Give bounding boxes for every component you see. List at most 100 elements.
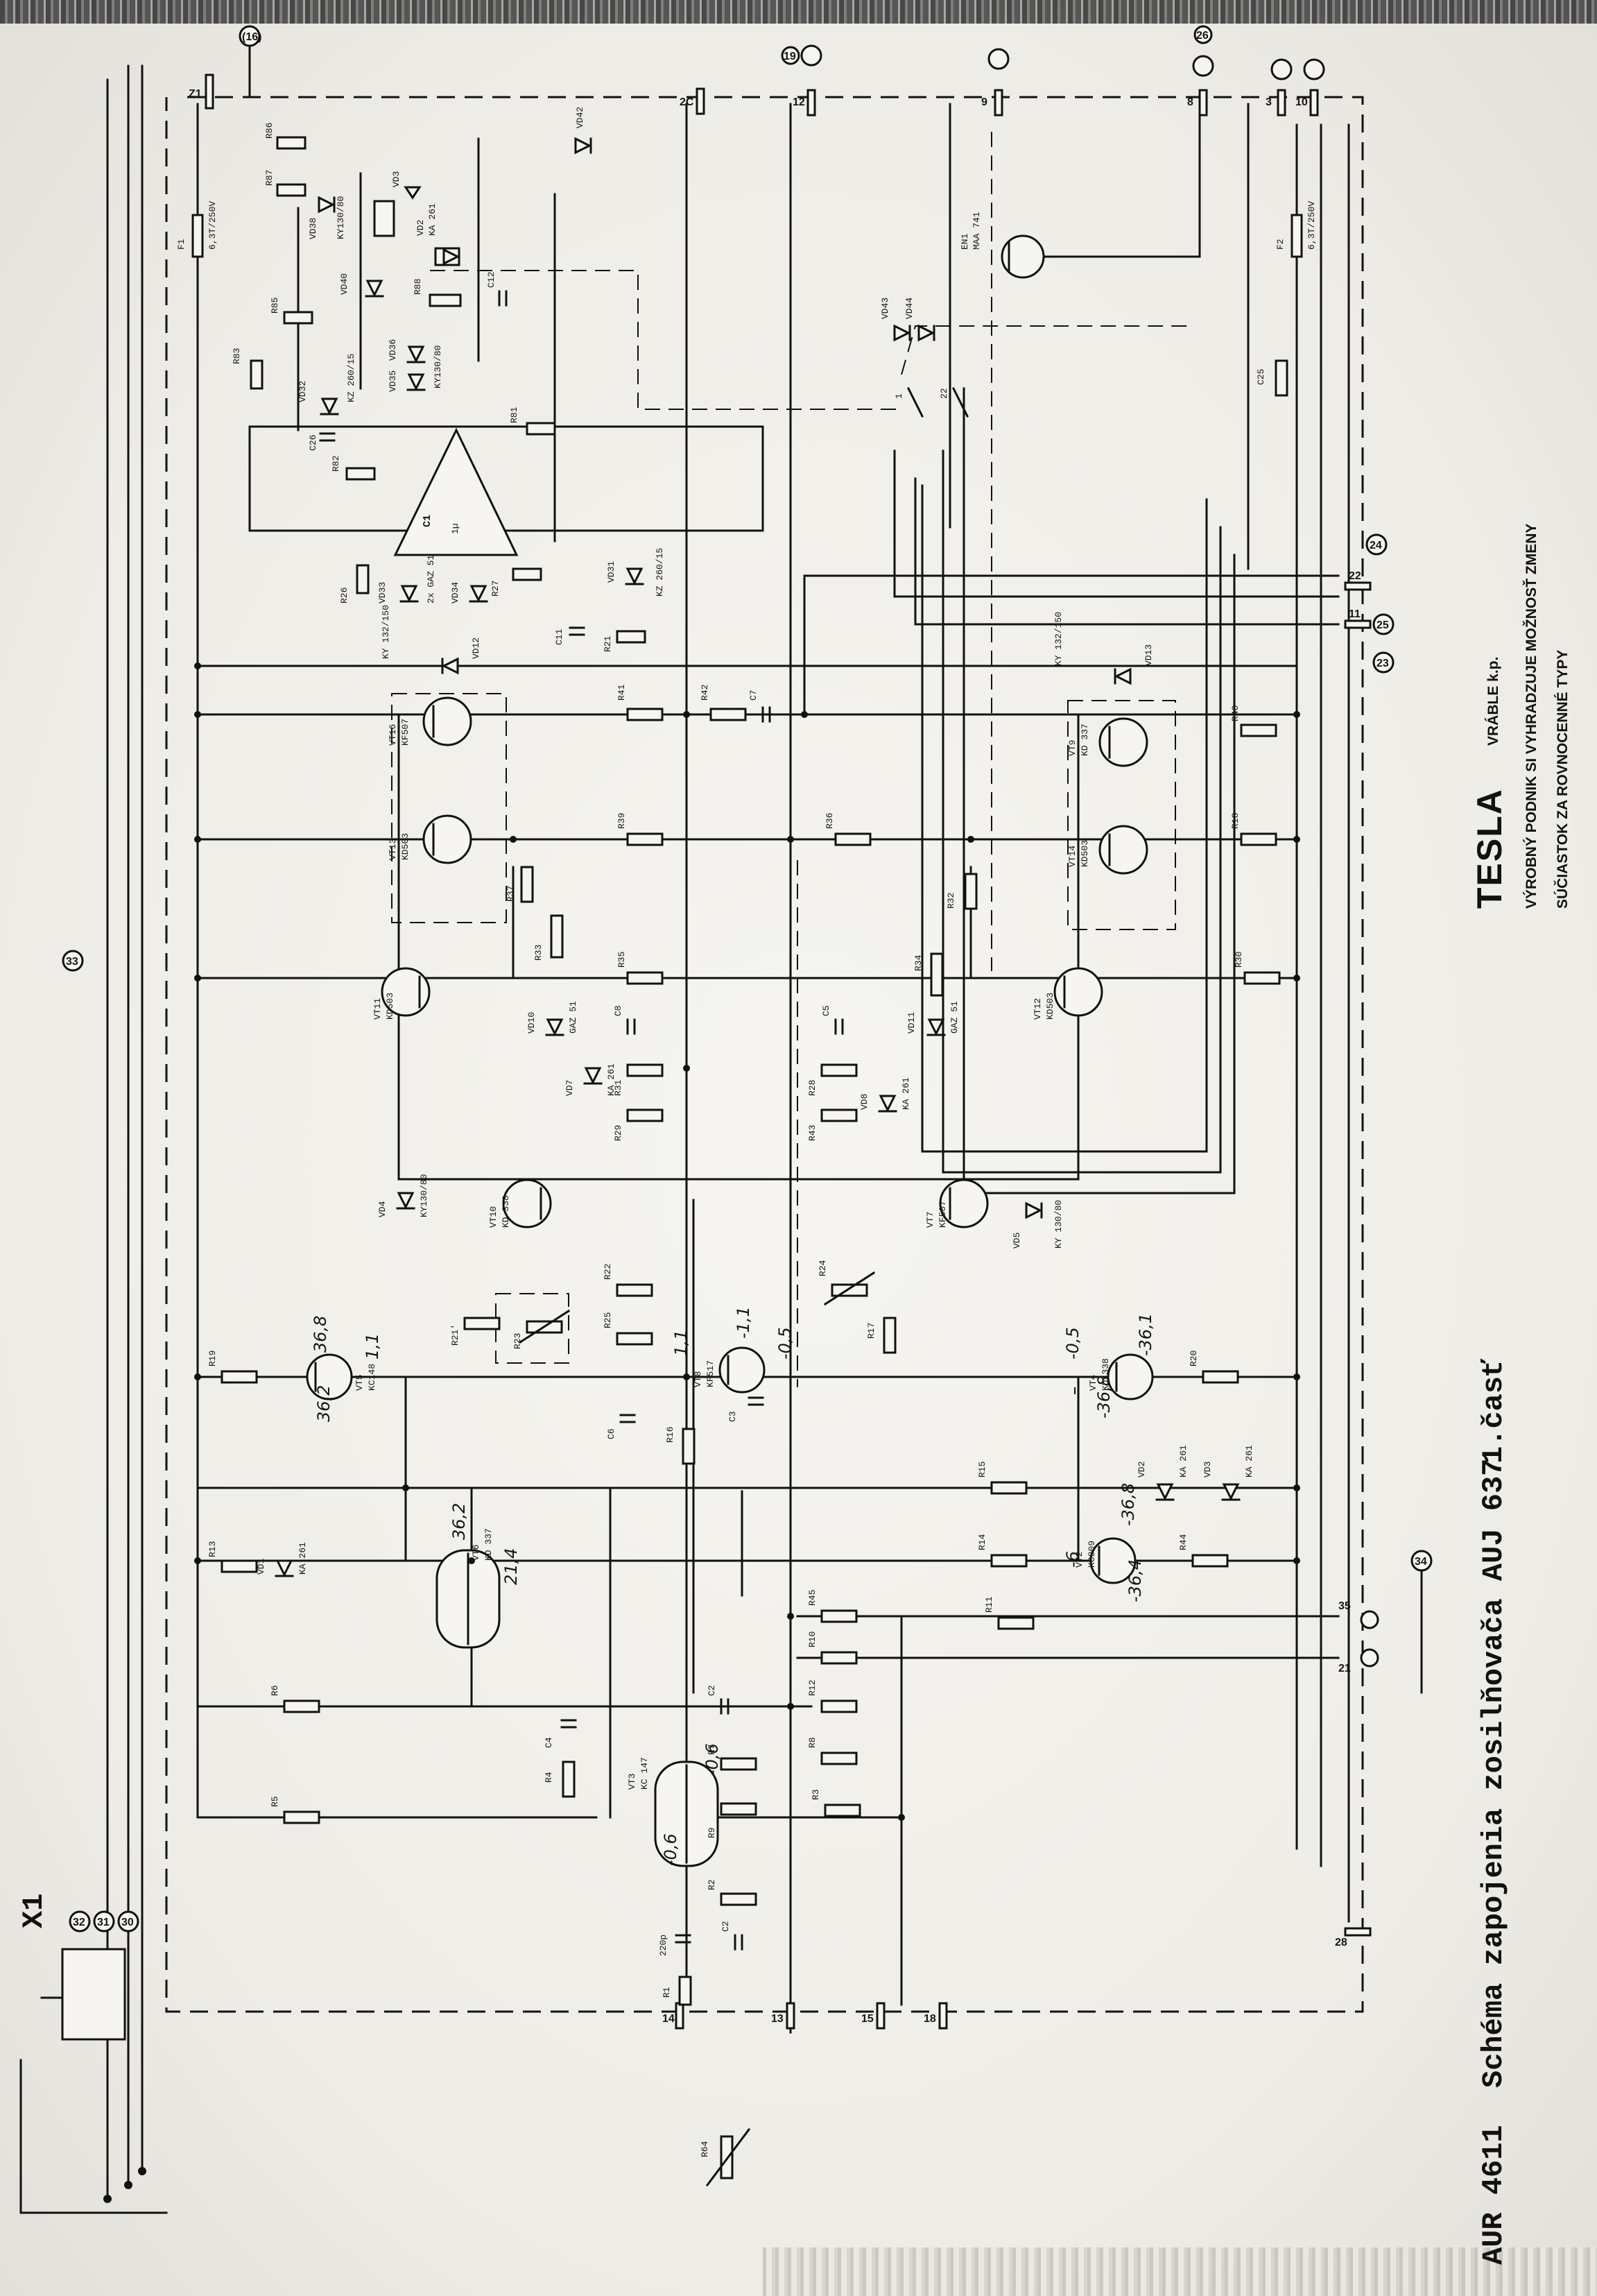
- svg-text:C8: C8: [613, 1005, 623, 1016]
- terminal-33: 33: [62, 950, 84, 972]
- resistor-r16: R15: [977, 1462, 1028, 1495]
- resistor-r22: R25: [603, 1312, 653, 1346]
- resistor-r25: R24: [818, 1260, 876, 1306]
- junctions: [194, 662, 1300, 1821]
- svg-text:35: 35: [1338, 1600, 1351, 1612]
- svg-text:VT9: VT9: [1067, 740, 1078, 756]
- svg-text:R33: R33: [533, 945, 544, 961]
- terminal-21: 21: [1338, 1648, 1379, 1674]
- resistor-r87: R87: [264, 170, 307, 197]
- svg-text:VT8: VT8: [693, 1371, 703, 1387]
- svg-text:KC148: KC148: [367, 1364, 377, 1391]
- svg-text:R8: R8: [807, 1737, 818, 1748]
- power-transistor-block-left: [391, 693, 507, 923]
- svg-text:(16): (16): [242, 31, 261, 43]
- svg-text:19: 19: [784, 51, 796, 62]
- svg-text:VT3: VT3: [627, 1774, 637, 1790]
- svg-text:KD503: KD503: [385, 993, 395, 1020]
- resistors: R86 R87 R85 R83 R88 R82 R81 R26 R27 R21 …: [207, 123, 1288, 2187]
- svg-text:R36: R36: [825, 813, 835, 829]
- svg-text:VD11: VD11: [906, 1012, 917, 1034]
- svg-text:KD503: KD503: [1045, 993, 1055, 1020]
- resistor-r43: R40: [1230, 705, 1277, 737]
- svg-text:2x GAZ 51: 2x GAZ 51: [426, 555, 436, 603]
- svg-text:R26: R26: [339, 588, 349, 603]
- svg-text:GAZ 51: GAZ 51: [568, 1001, 578, 1034]
- svg-text:-36,1: -36,1: [1136, 1313, 1155, 1356]
- resistor-r31: R28: [807, 1063, 858, 1096]
- svg-text:VD34: VD34: [450, 582, 460, 603]
- svg-text:R37: R37: [506, 886, 516, 902]
- svg-text:C6: C6: [606, 1428, 616, 1439]
- svg-text:R43: R43: [807, 1125, 818, 1141]
- svg-text:VD38: VD38: [308, 218, 318, 239]
- diode-vd42: VD42: [574, 107, 592, 155]
- svg-text:21: 21: [1338, 1663, 1351, 1674]
- capacitor-c1: 220p: [658, 1934, 691, 1956]
- svg-text:KD 338: KD 338: [1100, 1358, 1111, 1391]
- svg-text:-36,8: -36,8: [1119, 1483, 1138, 1526]
- svg-text:EN1: EN1: [960, 233, 970, 250]
- svg-text:Schéma zapojenia zosilňovača A: Schéma zapojenia zosilňovača AUJ 637: [1477, 1459, 1510, 2088]
- svg-text:R81: R81: [509, 406, 519, 423]
- svg-text:R3: R3: [811, 1789, 821, 1800]
- edge-terminals: Z1 (16) 2C 12 9 8 3 10 14 13 15 18 24 25…: [62, 25, 1433, 2030]
- diode-vd44: VD44: [904, 298, 935, 342]
- terminal-16: (16): [239, 25, 261, 98]
- resistor-r29: R43: [807, 1108, 858, 1141]
- svg-text:VD40: VD40: [339, 273, 349, 295]
- svg-text:VT10: VT10: [488, 1206, 499, 1228]
- svg-text:3: 3: [1266, 96, 1272, 108]
- terminal-28: 28: [1335, 1927, 1372, 1948]
- control-lines: [430, 132, 1193, 1394]
- resistor-r3: R2: [707, 1879, 757, 1906]
- svg-text:R5: R5: [270, 1796, 280, 1807]
- svg-text:KA 261: KA 261: [1178, 1445, 1189, 1477]
- resistor-r40: R18: [1230, 813, 1277, 846]
- svg-text:32: 32: [73, 1917, 85, 1928]
- svg-text:VD5: VD5: [1012, 1233, 1022, 1249]
- svg-text:VD3: VD3: [1202, 1462, 1213, 1477]
- svg-text:R85: R85: [270, 298, 280, 314]
- svg-text:11: 11: [1349, 608, 1361, 620]
- svg-text:R17: R17: [866, 1323, 877, 1339]
- svg-text:R64: R64: [700, 2141, 710, 2157]
- resistor-r7: R3: [811, 1789, 861, 1817]
- svg-text:220p: 220p: [658, 1935, 668, 1956]
- diode-vd36: VD36: [388, 339, 426, 363]
- terminal-34: 34: [1410, 1550, 1433, 1572]
- resistor-r24: R17: [866, 1317, 897, 1354]
- svg-text:KD 337: KD 337: [483, 1528, 494, 1561]
- resistor-r64: C25: [1256, 359, 1288, 397]
- svg-text:VT2: VT2: [1074, 1552, 1085, 1568]
- svg-text:15: 15: [861, 2013, 874, 2025]
- resistor-r34: R35: [616, 952, 664, 985]
- terminal-24: 24: [1365, 533, 1388, 556]
- svg-text:6,3T/250V: 6,3T/250V: [1306, 201, 1317, 250]
- svg-text:R34: R34: [913, 954, 924, 971]
- resistor-r14: R44: [1178, 1534, 1229, 1568]
- terminal-13: 13: [771, 2002, 795, 2030]
- svg-text:R21: R21: [603, 635, 613, 652]
- resistor-r5: R9: [707, 1802, 757, 1838]
- resistor-r82: R82: [331, 456, 376, 481]
- svg-text:1,1: 1,1: [671, 1330, 691, 1356]
- svg-text:R19: R19: [207, 1351, 218, 1367]
- svg-text:10: 10: [1295, 96, 1308, 108]
